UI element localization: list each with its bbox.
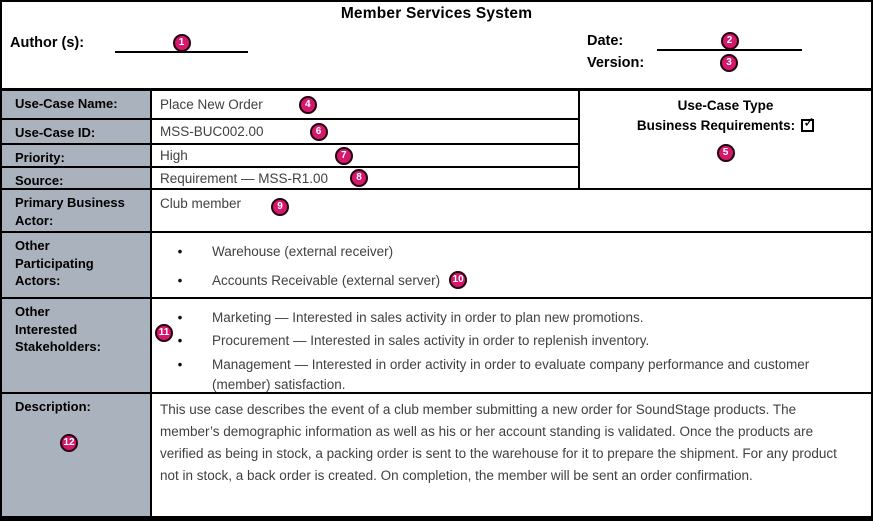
use-case-id-label: Use-Case ID: (2, 118, 152, 143)
source-label: Source: (2, 166, 152, 188)
primary-actor-text: Club member (160, 196, 242, 211)
callout-badge-9: 9 (271, 198, 290, 216)
participating-actors-value: • Warehouse (external receiver) • Accounts… (152, 231, 871, 297)
priority-text: High (160, 148, 188, 163)
stakeholder-1: Marketing — Interested in sales activity… (212, 310, 644, 325)
callout-badge-5: 5 (716, 144, 735, 162)
bullet-icon: • (177, 310, 183, 325)
business-requirements-row: Business Requirements: ✓ (580, 114, 871, 133)
bullet-icon: • (177, 244, 183, 259)
author-label: Author (s): (10, 35, 85, 51)
list-item: • Warehouse (external receiver) (160, 242, 861, 262)
use-case-table: Use-Case Name: Place New Order 4 Use-Cas… (2, 88, 871, 516)
callout-badge-4: 4 (298, 95, 317, 114)
bullet-icon: • (177, 333, 183, 349)
callout-badge-10: 10 (449, 271, 468, 290)
use-case-name-label: Use-Case Name: (2, 91, 152, 118)
stakeholders-label: Other Interested Stakeholders: (15, 304, 101, 355)
stakeholders-value: 11 • Marketing — Interested in sales acti… (152, 297, 871, 392)
checkmark-icon: ✓ (803, 114, 815, 130)
primary-actor-label: Primary Business Actor: (15, 195, 125, 228)
priority-value: High 7 (152, 143, 578, 166)
list-item: • Marketing — Interested in sales activit… (160, 308, 861, 328)
bullet-icon: • (177, 356, 183, 372)
stakeholder-3: Management — Interested in order activit… (212, 356, 810, 392)
priority-label: Priority: (2, 143, 152, 166)
version-label: Version: (587, 55, 645, 71)
use-case-id-text: MSS-BUC002.00 (160, 124, 264, 139)
callout-badge-11: 11 (155, 324, 173, 342)
author-input-line[interactable]: 1 (115, 32, 248, 53)
primary-actor-label-cell: Primary Business Actor: (2, 188, 152, 231)
form-header: Member Services System Author (s): 1 Dat… (2, 2, 871, 88)
callout-badge-2: 2 (720, 32, 739, 50)
participating-actor-1: Warehouse (external receiver) (212, 244, 394, 259)
participating-actors-label: Other Participating Actors: (15, 238, 94, 289)
stakeholders-label-cell: Other Interested Stakeholders: (2, 297, 152, 392)
system-title: Member Services System (340, 5, 533, 22)
use-case-name-text: Place New Order (160, 97, 263, 112)
use-case-type-cell: Use-Case Type Business Requirements: ✓ 5 (578, 91, 871, 188)
list-item: • Accounts Receivable (external server) 10 (160, 271, 861, 291)
business-requirements-label: Business Requirements: (636, 118, 796, 133)
stakeholder-2: Procurement — Interested in sales activi… (212, 333, 650, 349)
list-item: • Procurement — Interested in sales activ… (160, 331, 861, 351)
date-label: Date: (587, 33, 624, 49)
use-case-id-value: MSS-BUC002.00 6 (152, 118, 578, 143)
callout-badge-7: 7 (334, 146, 353, 165)
use-case-name-value: Place New Order 4 (152, 91, 578, 118)
list-item: • Management — Interested in order activi… (160, 355, 861, 396)
date-input-line[interactable]: 2 (657, 30, 802, 51)
callout-badge-3: 3 (720, 54, 738, 72)
primary-actor-value: Club member 9 (152, 188, 871, 231)
use-case-type-title: Use-Case Type (677, 98, 774, 113)
description-value: This use case describes the event of a c… (152, 392, 871, 516)
description-label: Description: (15, 399, 91, 414)
callout-badge-12: 12 (60, 434, 78, 452)
participating-actors-label-cell: Other Participating Actors: (2, 231, 152, 297)
callout-badge-8: 8 (350, 169, 369, 187)
description-label-cell: Description: 12 (2, 392, 152, 516)
bullet-icon: • (177, 273, 183, 289)
callout-badge-6: 6 (309, 122, 328, 141)
business-requirements-checkbox[interactable]: ✓ (801, 114, 815, 132)
source-text: Requirement — MSS-R1.00 (160, 170, 329, 186)
participating-actor-2: Accounts Receivable (external server) (212, 273, 441, 289)
callout-badge-1: 1 (172, 34, 191, 52)
source-value: Requirement — MSS-R1.00 8 (152, 166, 578, 188)
